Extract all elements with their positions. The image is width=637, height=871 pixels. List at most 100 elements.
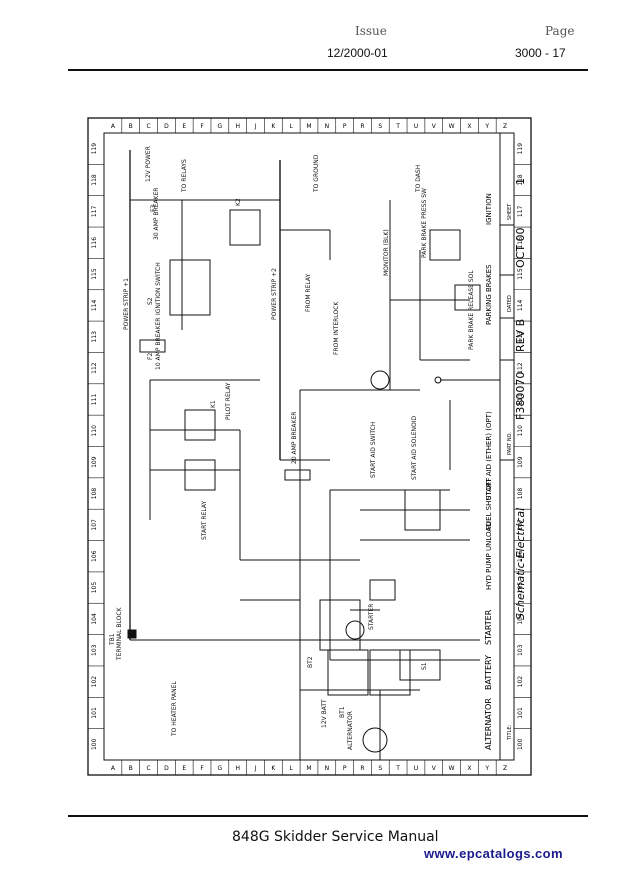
tag-terminal-block: TERMINAL BLOCK [116,606,123,661]
master-switch-box [399,649,441,681]
tag-from-interlock: FROM INTERLOCK [333,301,340,355]
grid-letter-bottom: R [360,765,364,772]
section-label-hyd-pump: HYD PUMP UNLOAD [485,521,493,590]
grid-letter-top: F [200,123,204,130]
grid-number-left: 112 [91,362,98,374]
components [127,209,481,753]
section-label-alternator: ALTERNATOR [484,698,493,750]
grid-letter-top: K [271,123,276,130]
grid-number-left: 103 [91,644,98,656]
grid-letter-top: R [360,123,364,130]
page-label: Page [545,24,575,38]
grid-number-right: 101 [517,707,524,719]
grid-number-right: 107 [517,519,524,531]
tag-start-relay: START RELAY [201,501,208,540]
grid-letter-top: T [395,123,400,130]
grid-letter-bottom: D [164,765,169,772]
tag-pilot-relay: PILOT RELAY [225,382,232,420]
grid-number-left: 100 [91,738,98,750]
grid-number-right: 115 [517,268,524,280]
grid-number-left: 109 [91,456,98,468]
tag-to-dash: TO DASH [415,165,422,193]
issue-value: 12/2000-01 [327,46,388,60]
park-brake-press-sw-box [429,229,461,261]
tag-bt2: BT2 [307,656,314,668]
grid-letter-bottom: A [111,765,116,772]
title-block-title-label: TITLE: [507,724,513,741]
grid-number-right: 116 [517,237,524,249]
breaker-20a-box [284,469,311,481]
grid-letter-bottom: K [271,765,276,772]
grid-letter-top: B [129,123,133,130]
grid-letter-top: N [325,123,330,130]
grid-letter-top: V [432,123,437,130]
grid-number-right: 117 [517,205,524,217]
grid-letter-bottom: S [378,765,382,772]
grid-number-left: 107 [91,519,98,531]
grid-letter-top: E [182,123,186,130]
section-label-starter: STARTER [484,609,493,645]
grid-letter-top: P [343,123,347,130]
grid-number-left: 119 [91,143,98,155]
title-block-part-no-label: PART NO. [507,432,513,455]
tag-bt1: BT1 [339,706,346,718]
grid-number-right: 119 [517,143,524,155]
website-link[interactable]: www.epcatalogs.com [424,846,563,861]
grid-number-left: 111 [91,394,98,406]
grid-letter-top: J [254,123,257,130]
starter-box [319,599,361,651]
park-brake-sol-box [454,284,481,311]
grid-letter-top: H [235,123,240,130]
grid-number-left: 115 [91,268,98,280]
section-label-fuel: FUEL SHUTOFF [485,478,493,530]
tag-k2: K2 [235,198,242,206]
grid-letter-top: M [306,123,311,130]
grid-letter-bottom: W [449,765,455,772]
section-label-start-aid: START AID (ETHER) (OPT) [485,411,493,500]
tag-s2: S2 [147,297,154,305]
grid-number-right: 113 [517,331,524,343]
grid-letter-bottom: P [343,765,347,772]
grid-letter-bottom: C [146,765,150,772]
page-value: 3000 - 17 [515,46,566,60]
grid-letter-bottom: Z [503,765,507,772]
ignition-switch-box [169,259,211,316]
grid-number-left: 104 [91,613,98,625]
grid-numbers-left: 1001011021031041051061071081091101111121… [88,143,104,750]
title-block-date: OCT 00 [514,227,527,268]
grid-number-right: 108 [517,488,524,500]
starter-motor [345,620,365,640]
tag-park-brake-press: PARK BRAKE PRESS SW [421,188,428,258]
title-block-dated-label: DATED [507,295,513,312]
grid-letter-bottom: V [432,765,437,772]
grid-letter-top: Z [503,123,507,130]
start-aid-solenoid-box [404,489,441,531]
grid-number-left: 110 [91,425,98,437]
section-label-battery: BATTERY [484,655,493,690]
grid-number-right: 104 [517,613,524,625]
title-block: Schematic-Electrical TITLE: F380070 PART… [499,133,527,760]
tag-12v-batt: 12V BATT [321,699,328,728]
grid-letter-bottom: T [395,765,400,772]
tag-s1: S1 [421,662,428,670]
grid-number-left: 101 [91,707,98,719]
title-block-part-no: F380070 [514,372,527,420]
title-block-sheet-label: SHEET [507,203,513,220]
grid-letter-bottom: Y [484,765,489,772]
pilot-relay-box [184,409,216,441]
terminal-block-tb1 [127,629,137,639]
grid-number-left: 105 [91,582,98,594]
tag-to-relays: TO RELAYS [181,159,188,193]
battery-bt2-box [327,649,369,696]
header-rule [68,69,588,71]
tag-start-aid-switch: START AID SWITCH [370,422,377,478]
grid-number-right: 106 [517,550,524,562]
grid-number-right: 112 [517,362,524,374]
grid-number-left: 116 [91,237,98,249]
tag-start-aid-solenoid: START AID SOLENOID [411,416,418,480]
parking-brake-switch [370,370,390,390]
tag-power-strip-2: POWER STRIP +2 [271,268,278,320]
